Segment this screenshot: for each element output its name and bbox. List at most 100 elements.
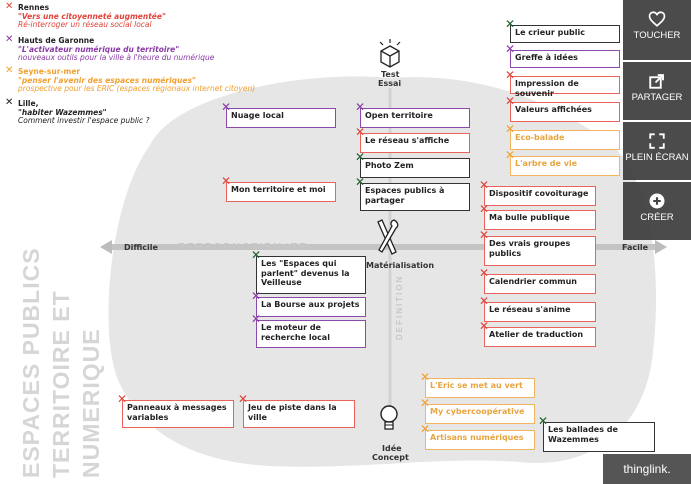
share-icon xyxy=(649,74,664,89)
legend-title: Lille, xyxy=(18,99,39,108)
legend-quote: "penser l'avenir des espaces numériques" xyxy=(18,75,196,85)
idea-box[interactable]: ✕La Bourse aux projets xyxy=(251,290,366,317)
legend-desc: Comment investir l'espace public ? xyxy=(18,116,150,126)
plein-ecran-button[interactable]: PLEIN ÉCRAN xyxy=(623,122,691,180)
marker-icon: ✕ xyxy=(221,100,232,114)
label-essai: Essai xyxy=(378,79,402,88)
marker-icon: ✕ xyxy=(251,248,262,262)
marker-icon: ✕ xyxy=(505,68,516,82)
idea-box[interactable]: ✕Greffe à idées xyxy=(505,43,620,68)
idea-label: Eco-balade xyxy=(515,133,565,142)
idea-label: La Bourse aux projets xyxy=(261,300,360,309)
brand-text: thinglink. xyxy=(623,462,671,476)
legend-title: Hauts de Garonne xyxy=(18,36,95,45)
marker-icon: ✕ xyxy=(505,17,516,31)
marker-icon: ✕ xyxy=(479,294,490,308)
idea-box[interactable]: ✕Calendrier commun xyxy=(479,267,596,294)
idea-box[interactable]: ✕Valeurs affichées xyxy=(505,95,620,122)
legend-quote: "L'activateur numérique du territoire" xyxy=(18,44,180,54)
plein-ecran-label: PLEIN ÉCRAN xyxy=(625,152,689,163)
idea-label: L'Eric se met au vert xyxy=(430,381,523,390)
label-idee: Idée xyxy=(382,444,402,453)
toucher-button[interactable]: TOUCHER xyxy=(623,0,691,60)
idea-box[interactable]: ✕Open territoire xyxy=(355,101,470,128)
idea-label: Panneaux à messages variables xyxy=(127,403,227,422)
axis-facile: Facile xyxy=(622,243,649,252)
idea-label: Le réseau s'affiche xyxy=(365,136,450,145)
marker-icon: ✕ xyxy=(505,148,516,162)
marker-icon: ✕ xyxy=(355,175,366,189)
idea-box[interactable]: ✕Impression de souvenir xyxy=(505,69,620,98)
marker-icon: ✕ xyxy=(479,319,490,333)
idea-box[interactable]: ✕Artisans numériques xyxy=(420,423,535,450)
idea-box[interactable]: ✕Des vrais groupes publics xyxy=(479,229,596,266)
legend-desc: nouveaux outils pour la ville à l'heure … xyxy=(18,53,215,63)
label-test: Test xyxy=(381,70,400,79)
idea-label: Mon territoire et moi xyxy=(231,185,326,194)
label-concept: Concept xyxy=(372,453,409,462)
idea-box[interactable]: ✕Ma bulle publique xyxy=(479,203,596,230)
idea-box[interactable]: ✕Les ballades de Wazemmes xyxy=(538,415,655,452)
creer-button[interactable]: CRÉER xyxy=(623,182,691,240)
idea-label: Greffe à idées xyxy=(515,53,578,62)
marker-icon: ✕ xyxy=(538,414,549,428)
idea-label: Dispositif covoiturage xyxy=(489,189,589,198)
idea-label: Open territoire xyxy=(365,111,433,120)
legend-rennes: ✕ Rennes "Vers une citoyenneté augmentée… xyxy=(5,2,166,30)
idea-label: Le moteur de recherche local xyxy=(261,323,330,342)
idea-label: Ma bulle publique xyxy=(489,213,570,222)
idea-label: Valeurs affichées xyxy=(515,105,592,114)
idea-box[interactable]: ✕Espaces publics à partager xyxy=(355,176,470,211)
marker-icon: ✕ xyxy=(420,370,431,384)
idea-label: Photo Zem xyxy=(365,161,414,170)
idea-box[interactable]: ✕Les "Espaces qui parlent" devenus la Ve… xyxy=(251,249,366,294)
cube-icon xyxy=(379,39,401,68)
marker-icon: ✕ xyxy=(479,228,490,242)
idea-box[interactable]: ✕Photo Zem xyxy=(355,151,470,178)
idea-box[interactable]: ✕L'arbre de vie xyxy=(505,149,620,176)
idea-box[interactable]: ✕My cybercoopérative xyxy=(420,397,535,424)
idea-label: Espaces publics à partager xyxy=(365,186,445,205)
idea-label: Les "Espaces qui parlent" devenus la Vei… xyxy=(261,259,350,287)
marker-icon: ✕ xyxy=(420,396,431,410)
idea-box[interactable]: ✕Dispositif covoiturage xyxy=(479,179,596,206)
marker-icon: ✕ xyxy=(5,97,14,108)
legend-quote: "habiter Wazemmes" xyxy=(18,107,107,117)
toucher-label: TOUCHER xyxy=(633,30,681,41)
label-materialisation: Matérialisation xyxy=(366,261,435,270)
marker-icon: ✕ xyxy=(355,100,366,114)
legend-hauts-de-garonne: ✕ Hauts de Garonne "L'activateur numériq… xyxy=(5,35,215,63)
idea-box[interactable]: ✕Atelier de traduction xyxy=(479,320,596,347)
marker-icon: ✕ xyxy=(355,125,366,139)
legend-lille: ✕ Lille, "habiter Wazemmes" Comment inve… xyxy=(5,97,150,126)
partager-label: PARTAGER xyxy=(631,92,683,103)
idea-label: Impression de souvenir xyxy=(515,79,579,98)
idea-box[interactable]: ✕Eco-balade xyxy=(505,123,620,150)
thinglink-logo[interactable]: thinglink. xyxy=(603,454,691,484)
idea-label: Le réseau s'anime xyxy=(489,305,571,314)
axis-definition: DEFINITION xyxy=(395,274,404,340)
idea-label: Calendrier commun xyxy=(489,277,578,286)
marker-icon: ✕ xyxy=(505,122,516,136)
idea-box[interactable]: ✕Mon territoire et moi xyxy=(221,175,336,202)
heart-icon xyxy=(648,11,666,27)
idea-box[interactable]: ✕Jeu de piste dans la ville xyxy=(238,393,355,428)
plus-circle-icon xyxy=(649,193,665,209)
idea-box[interactable]: ✕Le crieur public xyxy=(505,18,620,43)
creer-label: CRÉER xyxy=(640,212,674,223)
marker-icon: ✕ xyxy=(5,65,14,76)
legend-title: Rennes xyxy=(18,3,50,12)
idea-box[interactable]: ✕L'Eric se met au vert xyxy=(420,371,535,398)
legend-seyne-sur-mer: ✕ Seyne-sur-mer "penser l'avenir des esp… xyxy=(5,65,255,94)
idea-box[interactable]: ✕Le réseau s'affiche xyxy=(355,126,470,153)
idea-box[interactable]: ✕Panneaux à messages variables xyxy=(117,393,234,428)
idea-box[interactable]: ✕Nuage local xyxy=(221,101,336,128)
marker-icon: ✕ xyxy=(479,202,490,216)
idea-label: Nuage local xyxy=(231,111,284,120)
watermark-line-2: TERRITOIRE ET xyxy=(48,290,74,478)
marker-icon: ✕ xyxy=(251,312,262,326)
idea-box[interactable]: ✕Le réseau s'anime xyxy=(479,295,596,322)
idea-label: Le crieur public xyxy=(515,28,585,37)
idea-box[interactable]: ✕Le moteur de recherche local xyxy=(251,313,366,348)
partager-button[interactable]: PARTAGER xyxy=(623,62,691,120)
